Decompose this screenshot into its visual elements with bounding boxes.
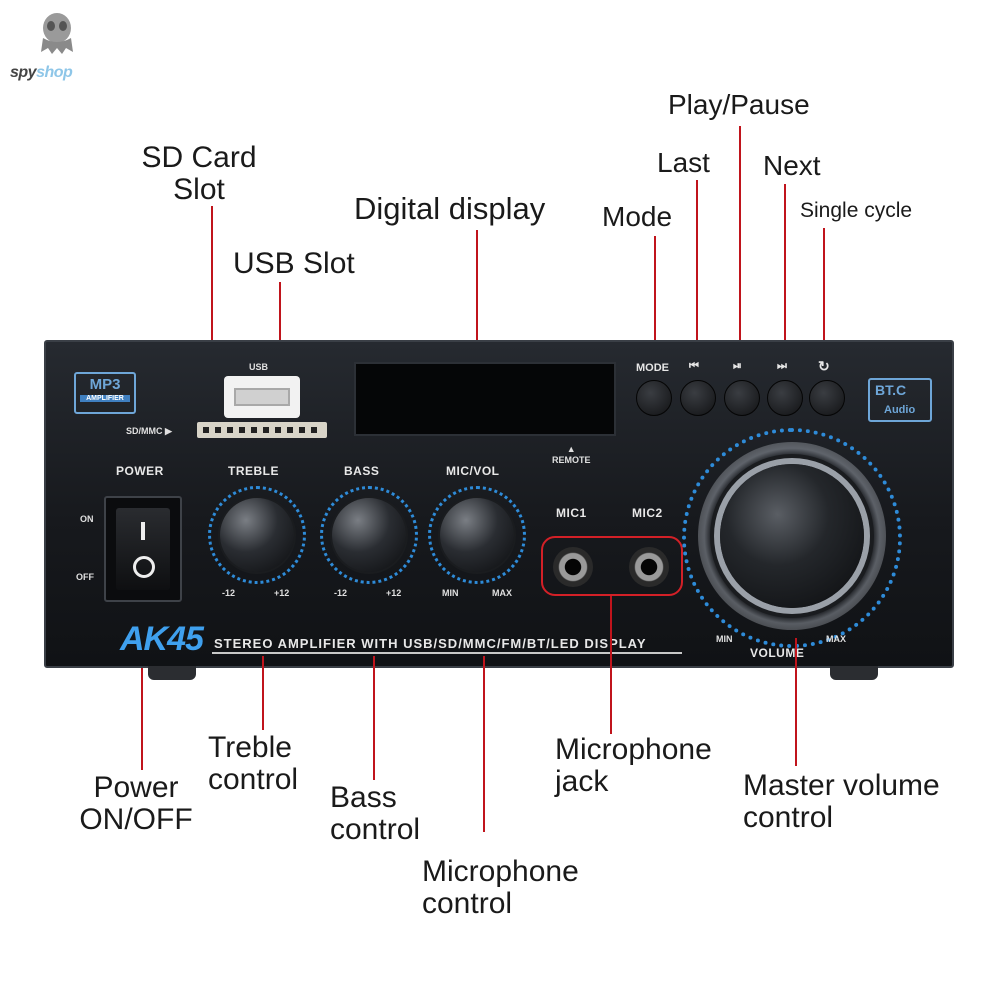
- callout-bass-control: Bass control: [330, 781, 421, 846]
- leader-line-power: [141, 668, 143, 770]
- device-foot-left: [148, 666, 196, 680]
- treble-label: TREBLE: [228, 464, 279, 478]
- bass-scale: [320, 486, 418, 584]
- leader-line-treble: [262, 656, 264, 730]
- power-switch[interactable]: [104, 496, 182, 602]
- power-label: POWER: [116, 464, 164, 478]
- mic-vol-max-label: MAX: [492, 588, 512, 598]
- callout-next: Next: [763, 150, 821, 181]
- treble-max-label: +12: [274, 588, 290, 598]
- master-volume-knob[interactable]: [720, 464, 864, 608]
- mic-vol-scale: [428, 486, 526, 584]
- leader-line-mic-control: [483, 656, 485, 832]
- last-button[interactable]: [680, 380, 716, 416]
- volume-max-label: MAX: [826, 634, 846, 644]
- callout-mode: Mode: [602, 201, 673, 232]
- callout-play-pause: Play/Pause: [668, 89, 810, 120]
- off-label: OFF: [76, 572, 94, 582]
- remote-sensor-label: ▲ REMOTE: [552, 444, 591, 465]
- leader-line-bass: [373, 656, 375, 780]
- mic1-jack[interactable]: [553, 547, 593, 587]
- callout-last: Last: [657, 147, 710, 178]
- ghost-logo-icon: [41, 13, 73, 54]
- callout-master-volume: Master volume control: [743, 769, 940, 834]
- amplifier-device: MP3 AMPLIFIER USB SD/MMC ▶ MODE ⏮ ⏯ ⏭ ↻ …: [44, 340, 954, 680]
- mic2-jack[interactable]: [629, 547, 669, 587]
- mic-vol-min-label: MIN: [442, 588, 459, 598]
- microphone-jack-group: [541, 536, 683, 596]
- volume-scale: [682, 428, 902, 648]
- model-name: AK45: [120, 620, 204, 658]
- callout-digital-display: Digital display: [354, 191, 546, 226]
- usb-label: USB: [249, 362, 269, 372]
- single-cycle-button[interactable]: [809, 380, 845, 416]
- mode-label: MODE: [636, 362, 669, 374]
- prev-icon: ⏮: [689, 360, 699, 372]
- volume-label: VOLUME: [750, 646, 805, 660]
- sd-card-slot[interactable]: [197, 422, 327, 438]
- mic-vol-knob[interactable]: [440, 498, 514, 572]
- sd-mmc-label: SD/MMC ▶: [126, 426, 172, 436]
- leader-line-play: [739, 126, 741, 354]
- bass-knob[interactable]: [332, 498, 406, 572]
- callout-treble-control: Treble control: [208, 731, 299, 796]
- mic2-label: MIC2: [632, 506, 663, 520]
- leader-line-next: [784, 184, 786, 354]
- leader-line-mic-jack: [610, 596, 612, 734]
- leader-line-cycle: [823, 228, 825, 354]
- treble-min-label: -12: [222, 588, 236, 598]
- callout-power: Power ON/OFF: [79, 771, 193, 836]
- mode-button[interactable]: [636, 380, 672, 416]
- model-description: STEREO AMPLIFIER WITH USB/SD/MMC/FM/BT/L…: [214, 636, 647, 651]
- mic-vol-label: MIC/VOL: [446, 464, 500, 478]
- callout-single-cycle: Single cycle: [800, 199, 913, 222]
- callout-sd-card-slot: SD Card Slot: [141, 141, 257, 206]
- cycle-icon: ↻: [818, 358, 830, 374]
- callout-mic-control: Microphone control: [422, 855, 579, 920]
- leader-line-last: [696, 180, 698, 354]
- usb-port[interactable]: [224, 376, 300, 418]
- digital-display: [354, 362, 616, 436]
- callout-mic-jack: Microphone jack: [555, 733, 712, 798]
- mp3-amplifier-badge: MP3 AMPLIFIER: [74, 372, 136, 414]
- leader-line-master-volume: [795, 638, 797, 766]
- mic1-label: MIC1: [556, 506, 587, 520]
- treble-knob[interactable]: [220, 498, 294, 572]
- callout-usb-slot: USB Slot: [233, 247, 355, 280]
- leader-line-usb: [279, 282, 281, 350]
- model-underline: [212, 652, 682, 654]
- logo-text: spyshop: [10, 64, 73, 81]
- bass-max-label: +12: [386, 588, 402, 598]
- treble-scale: [208, 486, 306, 584]
- leader-line-sd: [211, 206, 213, 428]
- device-foot-right: [830, 666, 878, 680]
- play-pause-button[interactable]: [724, 380, 760, 416]
- bass-min-label: -12: [334, 588, 348, 598]
- bass-label: BASS: [344, 464, 380, 478]
- next-icon: ⏭: [777, 360, 787, 372]
- leader-line-display: [476, 230, 478, 360]
- play-pause-icon: ⏯: [733, 360, 742, 372]
- leader-line-mode: [654, 236, 656, 354]
- bluetooth-audio-badge: BT.C Audio: [868, 378, 932, 422]
- spyshop-logo: spyshop: [10, 8, 95, 88]
- on-label: ON: [80, 514, 94, 524]
- next-button[interactable]: [767, 380, 803, 416]
- volume-min-label: MIN: [716, 634, 733, 644]
